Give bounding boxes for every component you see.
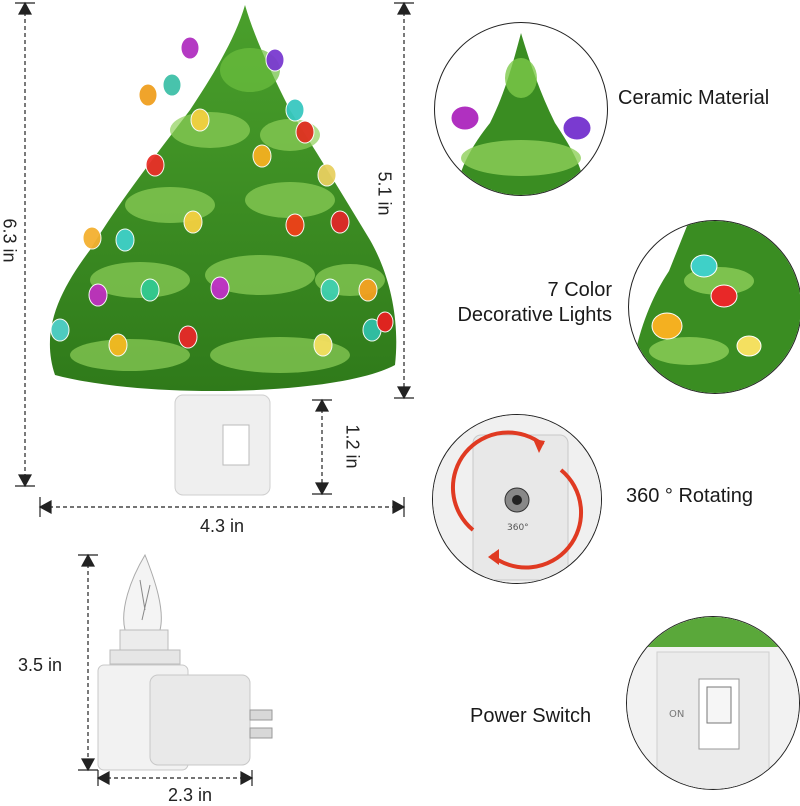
- bulb-height-label: 3.5 in: [18, 655, 63, 675]
- rotating-detail-image: 360°: [432, 414, 602, 584]
- base-height-label: 1.2 in: [342, 424, 363, 469]
- feature-label-rotating: 360 ° Rotating: [626, 485, 753, 507]
- bulb-width-label: 2.3 in: [168, 785, 213, 805]
- switch-detail-image: ON: [626, 616, 800, 790]
- total-height-label: 6.3 in: [0, 218, 20, 263]
- ceramic-detail-image: [434, 22, 608, 196]
- rotate-mark-text: 360°: [507, 523, 529, 533]
- dimension-lines: [15, 1, 414, 517]
- bulb-dimension-lines: [78, 553, 254, 786]
- feature-label-ceramic: Ceramic Material: [618, 87, 770, 109]
- switch-on-text: ON: [669, 709, 684, 720]
- feature-label-switch: Power Switch: [470, 705, 592, 727]
- width-label: 4.3 in: [200, 516, 245, 536]
- lights-detail-image: [628, 220, 800, 394]
- christmas-tree-night-light: [40, 0, 410, 500]
- bulb-plug-image: [90, 550, 290, 780]
- tree-height-label: 5.1 in: [374, 171, 395, 216]
- feature-label-lights: 7 Color Decorative Lights: [457, 279, 612, 326]
